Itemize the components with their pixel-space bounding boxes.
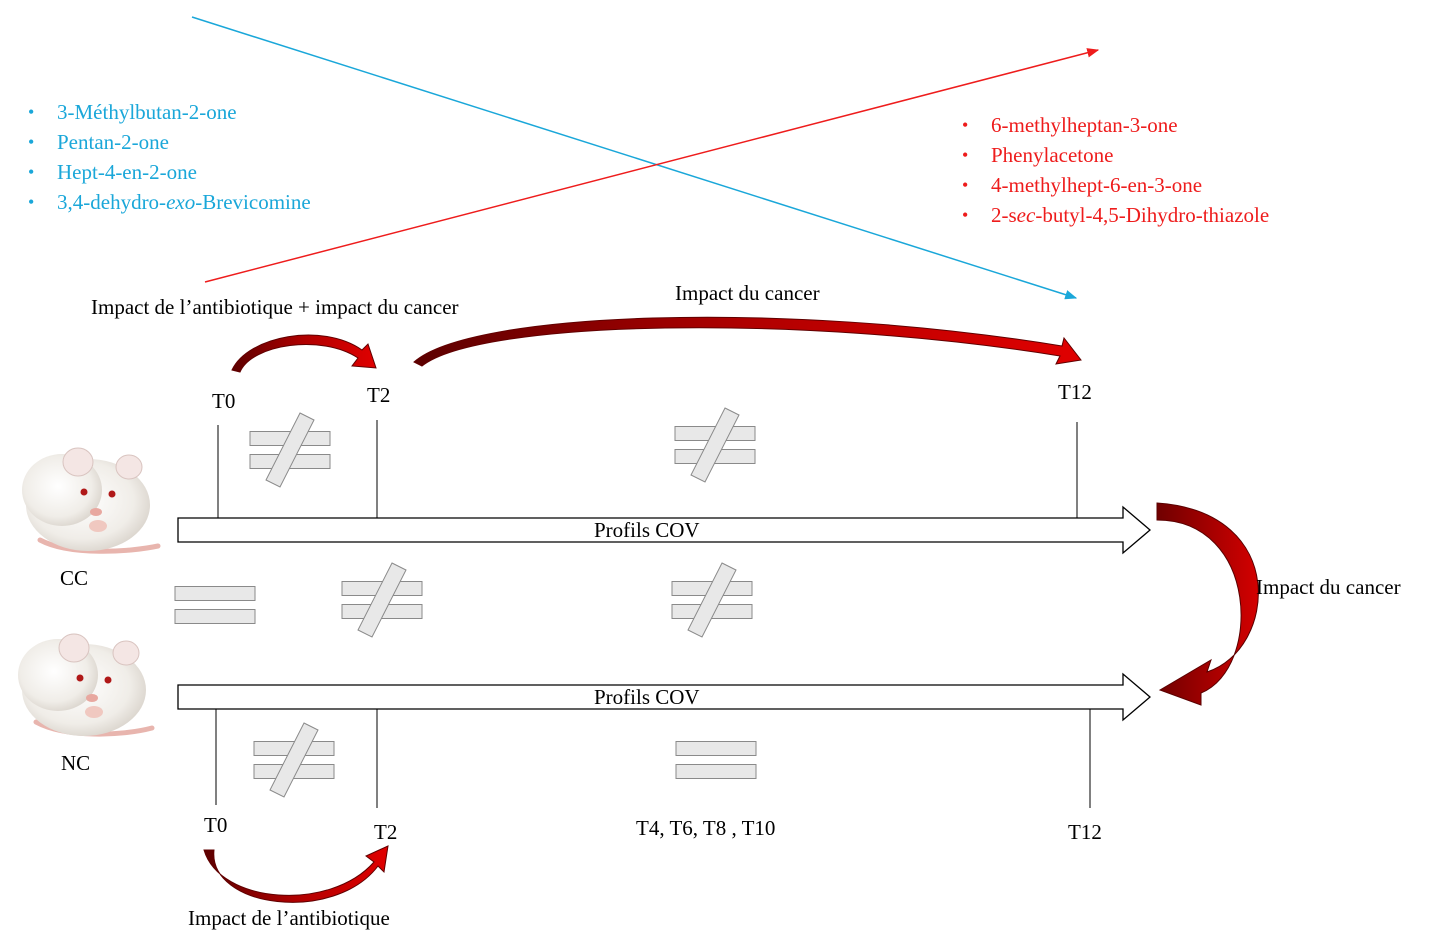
red-trend-arrow: [204, 48, 1100, 283]
bullet-icon: •: [28, 192, 35, 212]
label-nc-t0: T0: [204, 813, 228, 837]
arc-antibio-cancer-arrow: [231, 334, 377, 373]
compound-name: 6-methylheptan-3-one: [991, 113, 1178, 137]
label-cc-t12: T12: [1058, 380, 1092, 404]
compound-name-suffix: -Brevicomine: [195, 190, 311, 214]
compound-name-italic: ec: [1016, 203, 1036, 227]
arc-antibio-arrow: [203, 845, 389, 903]
compound-item: • 2-sec-butyl-4,5-Dihydro-thiazole: [962, 200, 1269, 230]
label-nc-mid-times: T4, T6, T8 , T10: [636, 816, 776, 840]
compound-name: 3-Méthylbutan-2-one: [57, 100, 237, 124]
compound-item: • Hept-4-en-2-one: [28, 157, 311, 187]
bullet-icon: •: [962, 205, 969, 225]
label-impact-antibio-cancer: Impact de l’antibiotique + impact du can…: [91, 295, 459, 319]
compound-item: • 4-methylhept-6-en-3-one: [962, 170, 1269, 200]
label-impact-cancer-side: Impact du cancer: [1256, 575, 1401, 599]
label-nc-t12: T12: [1068, 820, 1102, 844]
cc-timeline-arrow: [177, 505, 1152, 555]
compound-item: • 3,4-dehydro-exo-Brevicomine: [28, 187, 311, 217]
compound-item: • Pentan-2-one: [28, 127, 311, 157]
label-cc-t2: T2: [367, 383, 391, 407]
not-equal-icon: [671, 562, 753, 638]
compound-name-italic: exo: [166, 190, 196, 214]
arc-cancer-side-arrow: [1156, 502, 1259, 706]
compound-name: Phenylacetone: [991, 143, 1114, 167]
equal-icon: [174, 586, 256, 624]
compound-item: • Phenylacetone: [962, 140, 1269, 170]
label-group-cc: CC: [60, 566, 89, 590]
equal-icon: [675, 741, 757, 779]
compound-name: 4-methylhept-6-en-3-one: [991, 173, 1203, 197]
mouse-nc-image: [18, 633, 155, 737]
label-profils-nc: Profils COV: [594, 685, 700, 709]
label-group-nc: NC: [61, 751, 91, 775]
bullet-icon: •: [28, 132, 35, 152]
not-equal-icon: [674, 407, 756, 483]
compound-item: • 3-Méthylbutan-2-one: [28, 97, 311, 127]
mouse-cc-image: [22, 447, 161, 554]
bullet-icon: •: [28, 102, 35, 122]
blue-compound-list: • 3-Méthylbutan-2-one • Pentan-2-one • Hept-4…: [28, 97, 311, 217]
compound-name: Hept-4-en-2-one: [57, 160, 197, 184]
label-cc-t0: T0: [212, 389, 236, 413]
compound-item: • 6-methylheptan-3-one: [962, 110, 1269, 140]
nc-timeline-arrow: [177, 672, 1152, 722]
bullet-icon: •: [962, 115, 969, 135]
label-impact-cancer-top: Impact du cancer: [675, 281, 820, 305]
not-equal-icon: [249, 412, 331, 488]
not-equal-icon: [341, 562, 423, 638]
compound-name: Pentan-2-one: [57, 130, 169, 154]
compound-name-suffix: -butyl-4,5-Dihydro-thiazole: [1035, 203, 1270, 227]
bullet-icon: •: [962, 145, 969, 165]
bullet-icon: •: [962, 175, 969, 195]
compound-name: 2-s: [991, 203, 1017, 227]
label-impact-antibio: Impact de l’antibiotique: [188, 906, 390, 930]
compound-name: 3,4-dehydro-: [57, 190, 167, 214]
label-profils-cc: Profils COV: [594, 518, 700, 542]
arc-cancer-top-arrow: [413, 316, 1082, 367]
bullet-icon: •: [28, 162, 35, 182]
label-nc-t2: T2: [374, 820, 398, 844]
red-compound-list: • 6-methylheptan-3-one • Phenylacetone • 4-me…: [962, 110, 1269, 230]
not-equal-icon: [253, 722, 335, 798]
blue-trend-arrow: [191, 16, 1078, 300]
